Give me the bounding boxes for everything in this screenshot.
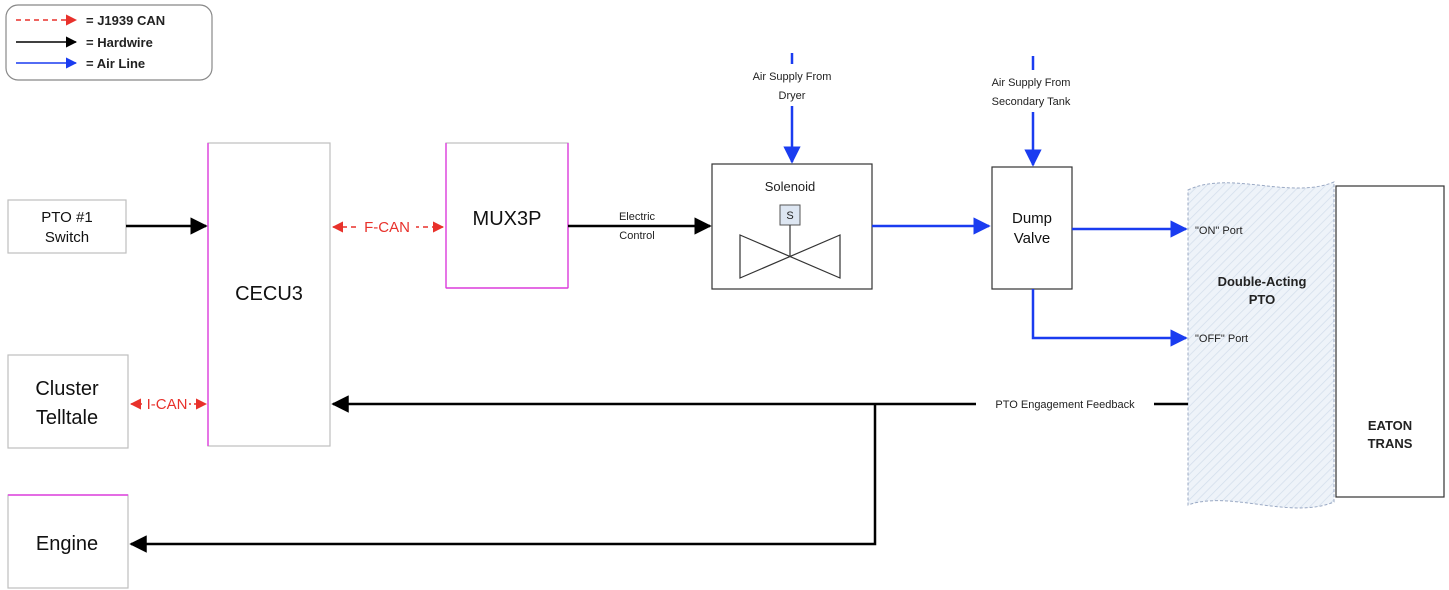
- cluster-label-1: Cluster: [35, 378, 99, 400]
- pto-switch-box: [7, 199, 127, 254]
- mux3p-box: [445, 142, 569, 289]
- legend-can-label: = J1939 CAN: [86, 13, 165, 28]
- engine-box: [7, 494, 129, 589]
- cecu3-label: CECU3: [235, 283, 303, 305]
- ican-label-bg: [145, 396, 189, 412]
- cluster-label-2: Telltale: [36, 407, 98, 429]
- cecu3-box: [207, 142, 331, 447]
- cluster-box: [7, 354, 129, 449]
- air-supply-dryer-label-1: Air Supply From: [753, 71, 832, 83]
- pto-label-1: Double-Acting: [1218, 274, 1307, 289]
- engine-label: Engine: [36, 533, 98, 555]
- air-supply-tank-label-1: Air Supply From: [992, 77, 1071, 89]
- ican-label: I-CAN: [147, 396, 188, 413]
- air-dump-to-off-port: [1031, 289, 1188, 347]
- solenoid-label: Solenoid: [765, 179, 816, 194]
- solenoid-node: Solenoid S: [711, 163, 873, 290]
- feedback-to-engine: [129, 404, 877, 553]
- pto-switch-label-2: Switch: [45, 229, 89, 246]
- eaton-label-2: TRANS: [1368, 436, 1413, 451]
- pto-shape: [1187, 181, 1335, 509]
- electric-control-label-1: Electric: [619, 211, 656, 223]
- legend-air-label: = Air Line: [86, 56, 145, 71]
- dump-valve-label-2: Valve: [1014, 230, 1050, 247]
- electric-control-label-2: Control: [619, 230, 654, 242]
- cecu3-node: CECU3: [207, 142, 331, 447]
- mux3p-label: MUX3P: [473, 208, 542, 230]
- engine-node: Engine: [7, 494, 129, 589]
- pto-label-2: PTO: [1249, 292, 1276, 307]
- eaton-trans-node: EATON TRANS: [1335, 185, 1445, 498]
- air-supply-tank-label-2: Secondary Tank: [992, 96, 1071, 108]
- eaton-label-1: EATON: [1368, 418, 1412, 433]
- cluster-telltale-node: Cluster Telltale: [7, 354, 129, 449]
- solenoid-symbol: S: [786, 210, 793, 222]
- off-port-label: "OFF" Port: [1195, 333, 1248, 345]
- fcan-label-bg: [358, 218, 416, 236]
- eaton-trans-box: [1335, 185, 1445, 498]
- fcan-label: F-CAN: [364, 219, 410, 236]
- dump-valve-node: Dump Valve: [991, 166, 1073, 290]
- pto-switch-label-1: PTO #1: [41, 209, 92, 226]
- solenoid-box: [711, 163, 873, 290]
- mux3p-node: MUX3P: [445, 142, 569, 289]
- pto-switch-node: PTO #1 Switch: [7, 199, 127, 254]
- dump-valve-label-1: Dump: [1012, 210, 1052, 227]
- dump-valve-box: [991, 166, 1073, 290]
- double-acting-pto-node: Double-Acting PTO "ON" Port "OFF" Port: [1187, 181, 1335, 509]
- legend-box: [5, 4, 213, 81]
- air-supply-dryer-label-2: Dryer: [779, 90, 806, 102]
- valve-symbol: [739, 234, 841, 279]
- legend-hardwire-label: = Hardwire: [86, 35, 153, 50]
- legend: = J1939 CAN = Hardwire = Air Line: [5, 4, 213, 81]
- feedback-label-bg: [976, 396, 1154, 412]
- feedback-label: PTO Engagement Feedback: [995, 399, 1135, 411]
- on-port-label: "ON" Port: [1195, 225, 1243, 237]
